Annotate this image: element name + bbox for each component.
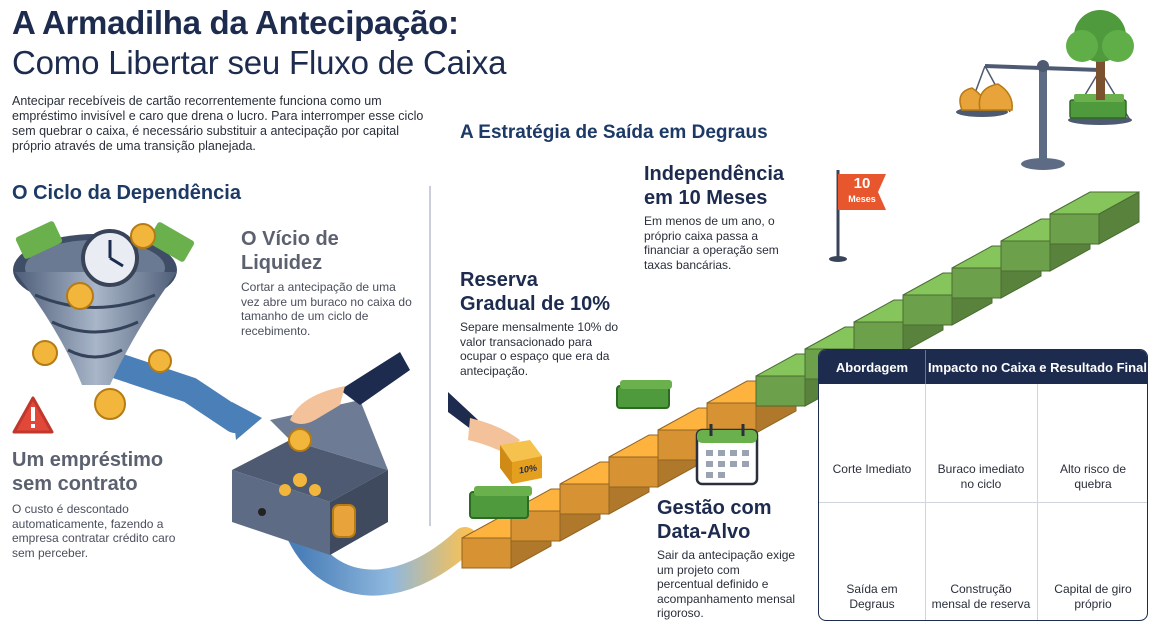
- emprestimo-title-2: sem contrato: [12, 473, 138, 495]
- stair-step: [853, 321, 904, 353]
- stair-step: [902, 294, 953, 326]
- right-section-title: A Estratégia de Saída em Degraus: [460, 122, 768, 143]
- gestao-text: Sair da antecipação exige um projeto com…: [657, 548, 796, 620]
- stair-step: [951, 267, 1002, 299]
- emprestimo-title-1: Um empréstimo: [12, 449, 164, 471]
- column-divider: [429, 186, 431, 526]
- hand-with-coin-icon: [288, 352, 410, 452]
- banknote-stack-icon: [469, 380, 672, 519]
- vicio-text: Cortar a antecipação de uma vez abre um …: [241, 280, 412, 338]
- stair-step: [559, 483, 610, 515]
- money-vortex-icon: [13, 221, 195, 420]
- goal-flag-icon: [829, 170, 886, 262]
- staircase: [461, 191, 1140, 569]
- stair-step: [608, 456, 659, 488]
- emprestimo-text: O custo é descontado automaticamente, fa…: [12, 502, 176, 560]
- tree-icon: [1066, 10, 1134, 100]
- vicio-title-2: Liquidez: [241, 252, 323, 274]
- stair-step: [461, 537, 512, 569]
- left-section-title: O Ciclo da Dependência: [12, 182, 241, 204]
- vicio-title-1: O Vício de: [241, 228, 339, 250]
- flag-number: 10: [853, 175, 871, 192]
- flow-arrow: [87, 347, 478, 596]
- table-cell-impact-2: Construção mensal de reserva: [931, 582, 1031, 611]
- intro-paragraph: Antecipar recebíveis de cartão recorrent…: [12, 94, 424, 153]
- ten-percent-block: [500, 440, 542, 484]
- stair-step: [1049, 191, 1140, 215]
- independencia-title-1: Independência: [644, 163, 785, 185]
- gestao-title-2: Data-Alvo: [657, 521, 751, 543]
- page-title: A Armadilha da Antecipação:: [12, 4, 459, 41]
- table-cell-approach-1: Corte Imediato: [832, 462, 912, 476]
- reserva-title-2: Gradual de 10%: [460, 293, 611, 315]
- table-header-approach: Abordagem: [819, 350, 925, 384]
- balance-scale-icon: [956, 60, 1132, 170]
- table-cell-result-1: Alto risco de quebra: [1059, 462, 1127, 491]
- flag-label: Meses: [848, 194, 876, 204]
- stair-step: [1000, 240, 1051, 272]
- reserva-title-1: Reserva: [460, 269, 538, 291]
- page-subtitle: Como Libertar seu Fluxo de Caixa: [12, 44, 507, 81]
- warning-icon: [12, 396, 54, 434]
- independencia-text: Em menos de um ano, o próprio caixa pass…: [644, 214, 779, 272]
- comparison-table: Abordagem Impacto no Caixa e Resultado F…: [818, 349, 1148, 621]
- calendar-icon: [695, 424, 759, 486]
- gestao-title-1: Gestão com: [657, 497, 772, 519]
- independencia-title-2: em 10 Meses: [644, 187, 768, 209]
- table-row-divider: [819, 502, 1147, 503]
- table-cell-result-2: Capital de giro próprio: [1054, 582, 1132, 611]
- stair-step: [706, 402, 757, 434]
- stair-step: [755, 375, 806, 407]
- stair-step: [1049, 213, 1100, 245]
- table-cell-impact-1: Buraco imediato no ciclo: [937, 462, 1025, 491]
- table-cell-approach-2: Saída em Degraus: [846, 582, 898, 611]
- reserva-text: Separe mensalmente 10% do valor transaci…: [460, 320, 619, 378]
- table-header-impact: Impacto no Caixa e Resultado Final: [925, 350, 1147, 384]
